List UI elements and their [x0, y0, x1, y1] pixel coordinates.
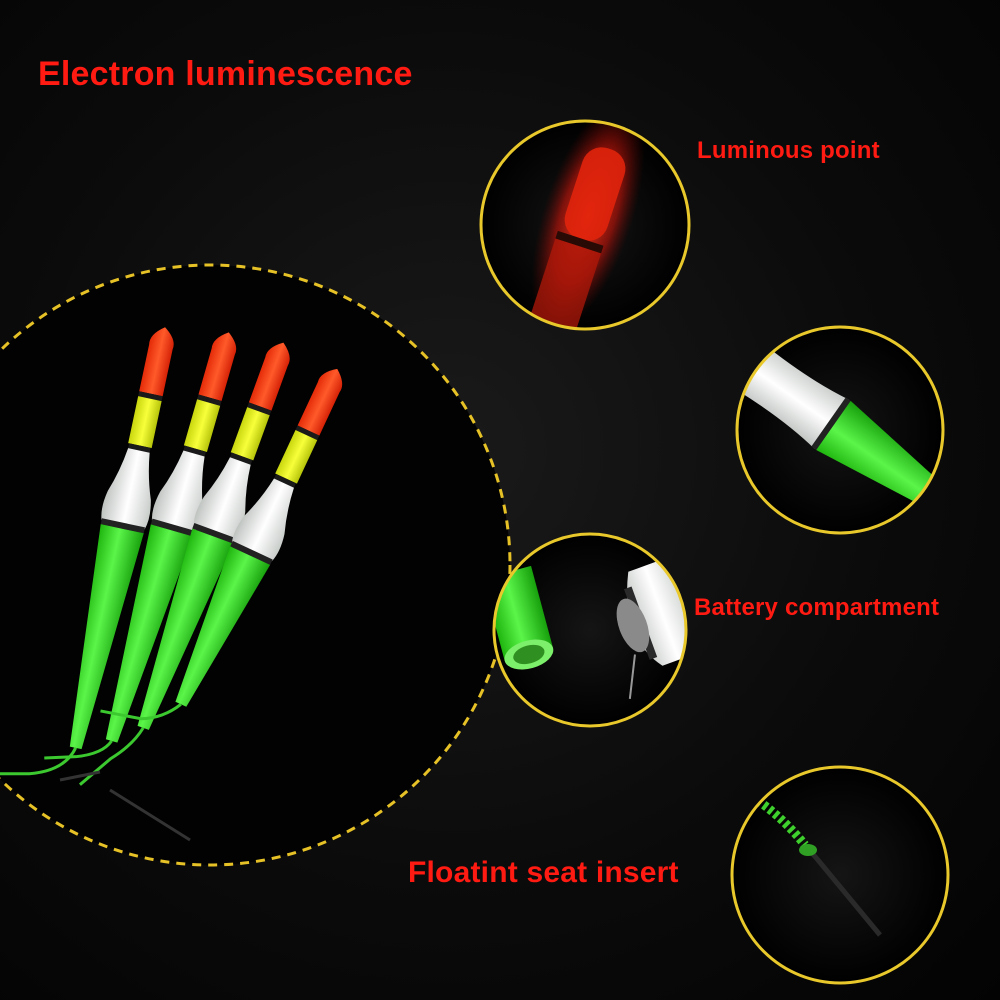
- battery-compartment-label: Battery compartment: [694, 594, 940, 621]
- float-body-closeup: [735, 325, 945, 535]
- title-label: Electron luminescence: [38, 55, 413, 93]
- seat-insert-closeup: [730, 765, 950, 985]
- luminous-tip-closeup: [479, 119, 691, 331]
- battery-compartment-closeup: [492, 532, 688, 728]
- fishing-float-illustration: [0, 327, 343, 842]
- luminous-point-label: Luminous point: [697, 137, 880, 164]
- seat-insert-label: Floatint seat insert: [408, 856, 679, 889]
